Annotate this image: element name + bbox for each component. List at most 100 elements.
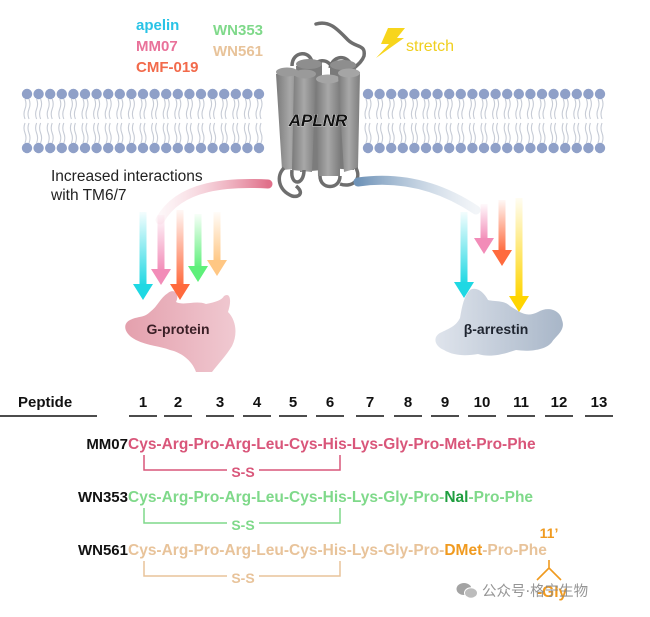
arrestin-arrows [454, 198, 529, 312]
arrow-apelin [133, 212, 153, 300]
lipid [409, 88, 420, 154]
beta-arrestin-shape [435, 288, 563, 356]
lipid [230, 88, 241, 154]
g-protein-label: G-protein [147, 321, 210, 337]
watermark-text: 公众号·格宁生物 [482, 584, 589, 600]
ligand-label-apelin: apelin [136, 17, 179, 34]
lipid [525, 88, 536, 154]
lipid [79, 88, 91, 154]
position-header: 1 [139, 394, 147, 411]
position-header: 7 [366, 394, 374, 411]
lipid [253, 88, 265, 154]
lipid [68, 88, 79, 154]
sequence-suffix: -Pro-Phe [482, 542, 547, 559]
arrestin-signal-band [353, 175, 481, 215]
sequence-highlight-nal: Nal [444, 489, 468, 506]
sequence-prefix: Cys-Arg-Pro-Arg-Leu-Cys-His-Lys-Gly-Pro- [128, 489, 444, 506]
lipid [195, 88, 207, 154]
branch-position-label: 11’ [540, 525, 559, 541]
row-label: WN561 [78, 542, 128, 559]
aplnr-receptor: APLNR [276, 21, 366, 199]
peptide-row-wn561: WN561 Cys-Arg-Pro-Arg-Leu-Cys-His-Lys-Gl… [78, 525, 568, 601]
peptide-header-label: Peptide [18, 394, 72, 411]
arrow-apelin [454, 212, 474, 298]
disulfide-label: S-S [231, 570, 254, 586]
lipid [386, 88, 397, 154]
lipid [478, 88, 490, 154]
watermark: 公众号·格宁生物 [456, 580, 588, 601]
lipid [420, 88, 432, 154]
arrow-cmf019 [170, 210, 190, 300]
position-header: 12 [551, 394, 568, 411]
wechat-icon [456, 583, 478, 599]
row-label: MM07 [86, 436, 128, 453]
sequence-suffix: -Pro-Phe [468, 489, 533, 506]
arrow-wn561 [207, 212, 227, 276]
arrow-cmf019 [492, 200, 512, 266]
position-header: 3 [216, 394, 224, 411]
position-header: 8 [404, 394, 412, 411]
sequence-wn353: Cys-Arg-Pro-Arg-Leu-Cys-His-Lys-Gly-Pro-… [128, 489, 533, 506]
arrow-wn353 [188, 214, 208, 282]
tm67-annotation: Increased interactions with TM6/7 [50, 168, 203, 204]
lipid [583, 88, 594, 154]
branch-connector [536, 560, 562, 581]
peptide-row-wn353: WN353 Cys-Arg-Pro-Arg-Leu-Cys-His-Lys-Gl… [78, 489, 533, 533]
lipid [444, 88, 455, 154]
position-header: 4 [253, 394, 262, 411]
lipid [114, 88, 126, 154]
ligand-label-mm07: MM07 [136, 38, 178, 55]
lipid [455, 88, 466, 154]
lipid [137, 88, 149, 154]
lipid [161, 88, 172, 154]
disulfide-label: S-S [231, 517, 254, 533]
stretch-stimulus: stretch [376, 28, 454, 58]
sequence-wn561: Cys-Arg-Pro-Arg-Leu-Cys-His-Lys-Gly-Pro-… [128, 542, 547, 559]
receptor-label: APLNR [288, 111, 348, 130]
disulfide-bracket [143, 561, 341, 577]
lightning-bolt-icon [376, 28, 405, 58]
lipid [172, 88, 183, 154]
position-header: 13 [591, 394, 608, 411]
lipid [548, 88, 559, 154]
ligand-label-wn353: WN353 [213, 22, 263, 39]
stretch-label: stretch [406, 38, 454, 55]
annotation-line-2: with TM6/7 [50, 187, 127, 204]
lipid-bilayer [21, 88, 606, 154]
lipid [126, 88, 137, 154]
branch-residue: -Gly [537, 584, 568, 601]
g-protein-signal-band [155, 178, 273, 225]
g-protein-arrows [133, 210, 227, 300]
lipid [467, 88, 478, 154]
lipid [397, 88, 408, 154]
lipid [33, 88, 44, 154]
lipid [560, 88, 571, 154]
position-header: 5 [289, 394, 297, 411]
row-label: WN353 [78, 489, 128, 506]
ligand-legend: apelin MM07 CMF-019 WN353 WN561 [136, 17, 263, 76]
lipid [536, 88, 548, 154]
lipid [219, 88, 230, 154]
lipid [490, 88, 501, 154]
ligand-label-wn561: WN561 [213, 43, 263, 60]
sequence-prefix: Cys-Arg-Pro-Arg-Leu-Cys-His-Lys-Gly-Pro- [128, 542, 444, 559]
lipid [502, 88, 513, 154]
lipid [571, 88, 582, 154]
lipid [149, 88, 160, 154]
lipid [56, 88, 67, 154]
lipid [374, 88, 385, 154]
lipid [242, 88, 253, 154]
g-protein-shape [125, 291, 236, 372]
position-header: 10 [474, 394, 491, 411]
position-header: 11 [513, 394, 529, 411]
lipid [91, 88, 102, 154]
lipid [184, 88, 195, 154]
beta-arrestin-label: β-arrestin [464, 321, 529, 337]
lipid [103, 88, 114, 154]
position-header: 9 [441, 394, 449, 411]
ligand-label-cmf019: CMF-019 [136, 59, 199, 76]
arrow-mm07 [474, 204, 494, 254]
sequence-mm07: Cys-Arg-Pro-Arg-Leu-Cys-His-Lys-Gly-Pro-… [128, 436, 536, 453]
lipid [207, 88, 218, 154]
